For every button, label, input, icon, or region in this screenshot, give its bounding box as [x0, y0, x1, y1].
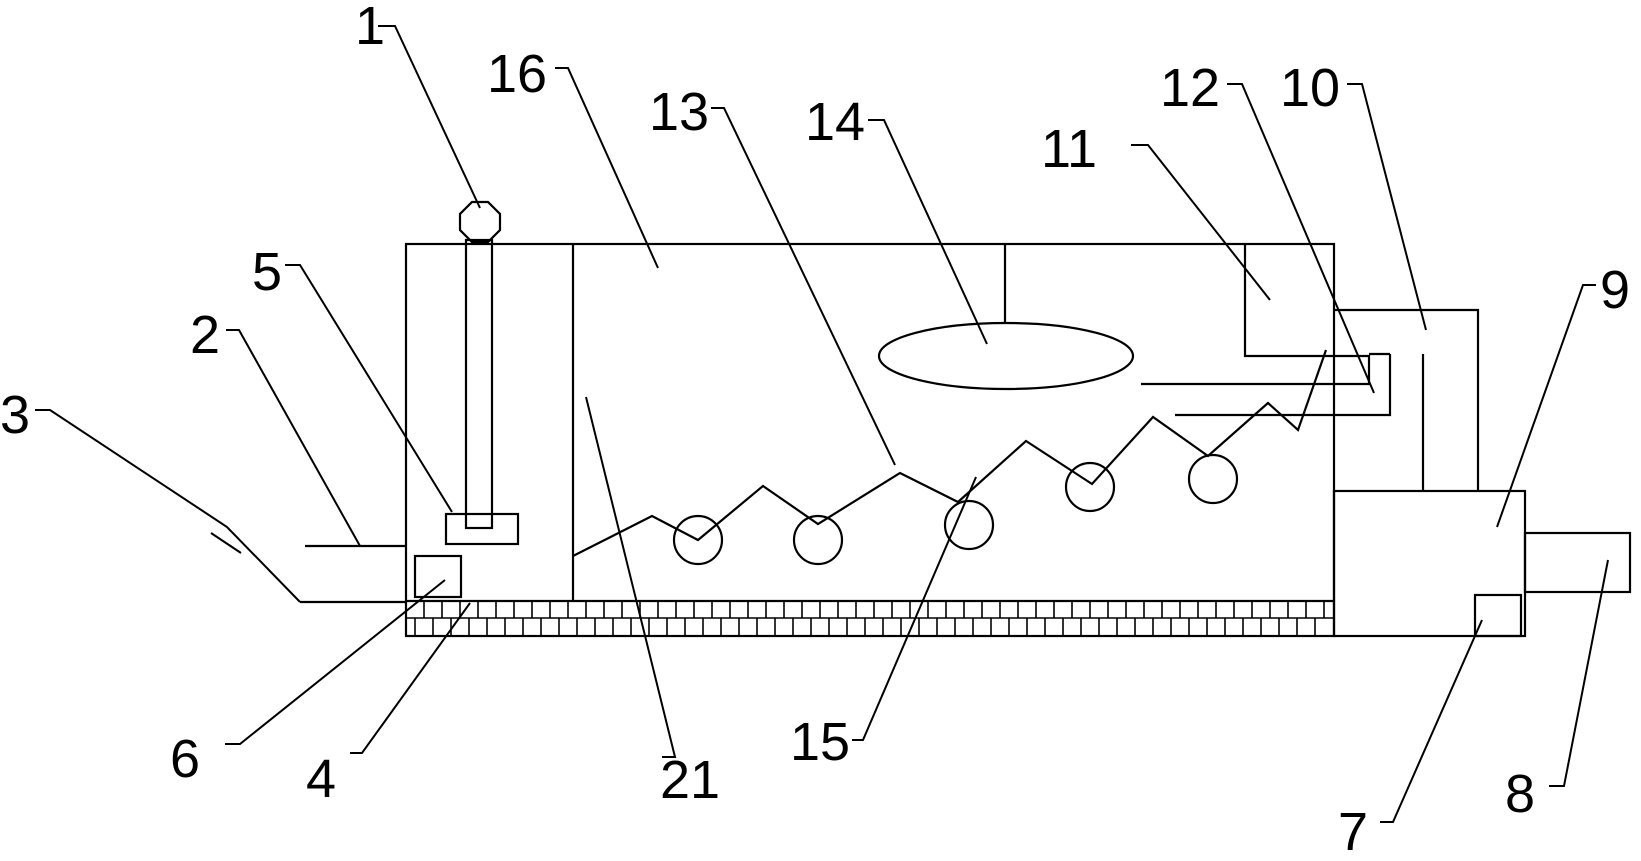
- small-box-7: [1473, 593, 1523, 638]
- label-1: 1: [355, 0, 385, 56]
- label-13: 13: [649, 82, 709, 142]
- duct-12: [1175, 354, 1392, 417]
- upper-box: [1141, 244, 1371, 386]
- main-housing: [404, 242, 1336, 638]
- right-chamber: [1332, 489, 1527, 638]
- label-14: 14: [805, 92, 865, 152]
- label-11: 11: [1041, 119, 1097, 179]
- outlet-pipe: [1523, 531, 1632, 594]
- zigzag-conveyor: [572, 349, 1328, 557]
- label-7: 7: [1338, 802, 1368, 861]
- rollers: [672, 453, 1239, 566]
- label-2: 2: [190, 305, 220, 365]
- label-21: 21: [660, 750, 720, 810]
- bottom-grate: [406, 601, 1334, 636]
- label-5: 5: [252, 242, 282, 302]
- label-16: 16: [487, 44, 547, 104]
- label-9: 9: [1600, 260, 1630, 320]
- label-10: 10: [1280, 58, 1340, 118]
- label-3: 3: [0, 385, 30, 445]
- label-6: 6: [170, 729, 200, 789]
- outer-pipe-loop: [1334, 308, 1480, 491]
- leader-lines: [35, 25, 1609, 823]
- suspended-disc: [877, 321, 1135, 391]
- label-15: 15: [790, 712, 850, 772]
- label-4: 4: [306, 749, 336, 809]
- label-12: 12: [1160, 58, 1220, 118]
- label-8: 8: [1505, 764, 1535, 824]
- vertical-pipe: [458, 200, 502, 530]
- pipe-base-block: [444, 512, 520, 546]
- inlet-box: [413, 554, 463, 599]
